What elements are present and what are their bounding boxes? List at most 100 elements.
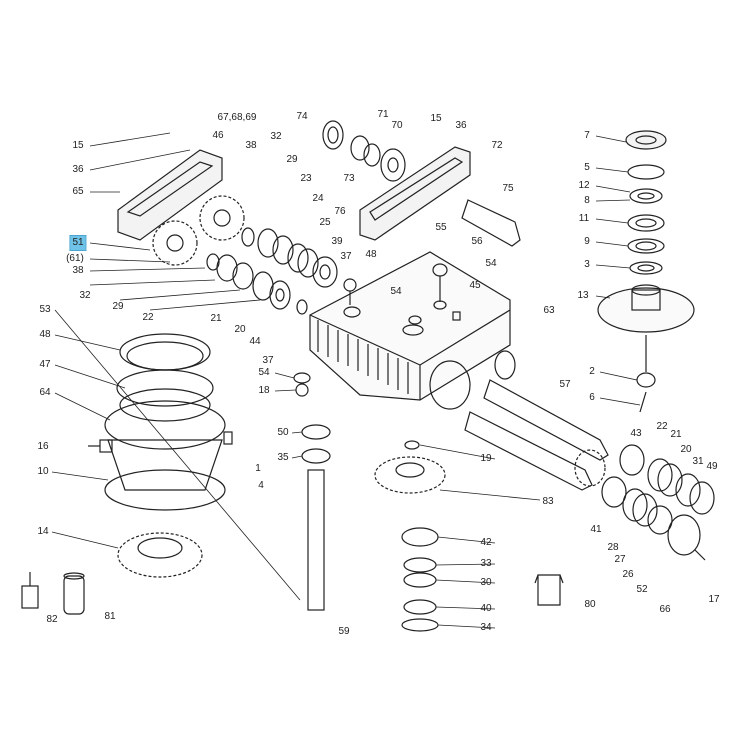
bevel-gear: [374, 440, 446, 632]
callout-label: 33: [480, 558, 492, 569]
callout-label: 1: [255, 463, 261, 474]
callout-label: 32: [79, 290, 91, 301]
callout-label: 22: [656, 421, 668, 432]
callout-label: 63: [543, 305, 555, 316]
callout-label: 73: [343, 173, 355, 184]
callout-label: 29: [112, 301, 124, 312]
callout-label: 13: [577, 290, 589, 301]
callout-label: 36: [72, 164, 84, 175]
callout-label: 54: [258, 367, 270, 378]
callout-label: 80: [584, 599, 596, 610]
callout-label: 72: [491, 140, 503, 151]
callout-label: 59: [338, 626, 350, 637]
callout-label: 40: [480, 603, 492, 614]
leader-lines: [51, 132, 641, 629]
callout-label: 11: [578, 213, 590, 224]
callout-label: 20: [680, 444, 692, 455]
callout-label: 56: [471, 236, 483, 247]
callout-label: 53: [39, 304, 51, 315]
flange-housing: [104, 333, 226, 511]
callout-label: 15: [72, 140, 84, 151]
callout-label: 19: [480, 453, 492, 464]
callout-label: 35: [277, 452, 289, 463]
cover-plate-right: [359, 146, 471, 241]
callout-label: 8: [584, 195, 590, 206]
callout-label: 24: [312, 193, 324, 204]
grease-items: [21, 572, 564, 615]
callout-label: 46: [212, 130, 224, 141]
callout-label: 37: [262, 355, 274, 366]
vertical-ring-stack: [597, 130, 695, 413]
callout-label: 7: [584, 130, 590, 141]
callout-label: 48: [39, 329, 51, 340]
callout-label: 23: [300, 173, 312, 184]
callout-label: 71: [377, 109, 389, 120]
gear-pair: [152, 195, 245, 266]
callout-label: 43: [630, 428, 642, 439]
callout-label: 30: [480, 577, 492, 588]
callout-label: 76: [334, 206, 346, 217]
callout-label: 75: [502, 183, 514, 194]
callout-label: 55: [435, 222, 447, 233]
callout-label: 28: [607, 542, 619, 553]
callout-label: 31: [692, 456, 704, 467]
callout-label: 15: [430, 113, 442, 124]
callout-label: 9: [584, 236, 590, 247]
callout-label: 34: [480, 622, 492, 633]
callout-label: 49: [706, 461, 718, 472]
callout-label: (61): [66, 253, 84, 264]
callout-label: 45: [469, 280, 481, 291]
callout-label: 21: [210, 313, 222, 324]
callout-label: 10: [37, 466, 49, 477]
callout-label: 38: [245, 140, 257, 151]
callout-label: 83: [542, 496, 554, 507]
cover-plate-left: [117, 149, 223, 241]
callout-label: 2: [589, 366, 595, 377]
callout-label: 81: [104, 611, 116, 622]
input-shaft-75: [461, 199, 521, 247]
callout-label: 64: [39, 387, 51, 398]
vertical-shaft: [301, 424, 331, 611]
callout-label: 42: [480, 537, 492, 548]
callout-label: 26: [622, 569, 634, 580]
callout-label: 18: [258, 385, 270, 396]
callout-label: 37: [340, 251, 352, 262]
bearing-stack-lower-right: [574, 444, 715, 561]
callout-label: 20: [234, 324, 246, 335]
callout-label-highlighted[interactable]: 51: [69, 235, 87, 251]
callout-label: 54: [390, 286, 402, 297]
output-shafts: [464, 379, 609, 491]
callout-label: 39: [331, 236, 343, 247]
callout-label: 5: [584, 162, 590, 173]
callout-label: 67,68,69: [217, 112, 257, 123]
callout-label: 47: [39, 359, 51, 370]
ring-gear-14: [117, 532, 203, 578]
callout-label: 6: [589, 392, 595, 403]
callout-label: 32: [270, 131, 282, 142]
callout-label: 44: [249, 336, 261, 347]
callout-label: 3: [584, 259, 590, 270]
seal-and-bearing-73-74: [322, 120, 406, 182]
callout-label: 70: [391, 120, 403, 131]
callout-label: 29: [286, 154, 298, 165]
callout-label: 25: [319, 217, 331, 228]
callout-label: 14: [37, 526, 49, 537]
callout-label: 66: [659, 604, 671, 615]
callout-label: 50: [277, 427, 289, 438]
callout-label: 65: [72, 186, 84, 197]
callout-label: 4: [258, 480, 264, 491]
callout-label: 38: [72, 265, 84, 276]
callout-label: 17: [708, 594, 720, 605]
callout-label: 52: [636, 584, 648, 595]
ring-stack-lower: [206, 253, 308, 315]
callout-label: 36: [455, 120, 467, 131]
callout-label: 48: [365, 249, 377, 260]
callout-label: 41: [590, 524, 602, 535]
callout-label: 57: [559, 379, 571, 390]
callout-label: 27: [614, 554, 626, 565]
callout-label: 22: [142, 312, 154, 323]
callout-label: 82: [46, 614, 58, 625]
ring-stack-upper: [241, 227, 338, 288]
